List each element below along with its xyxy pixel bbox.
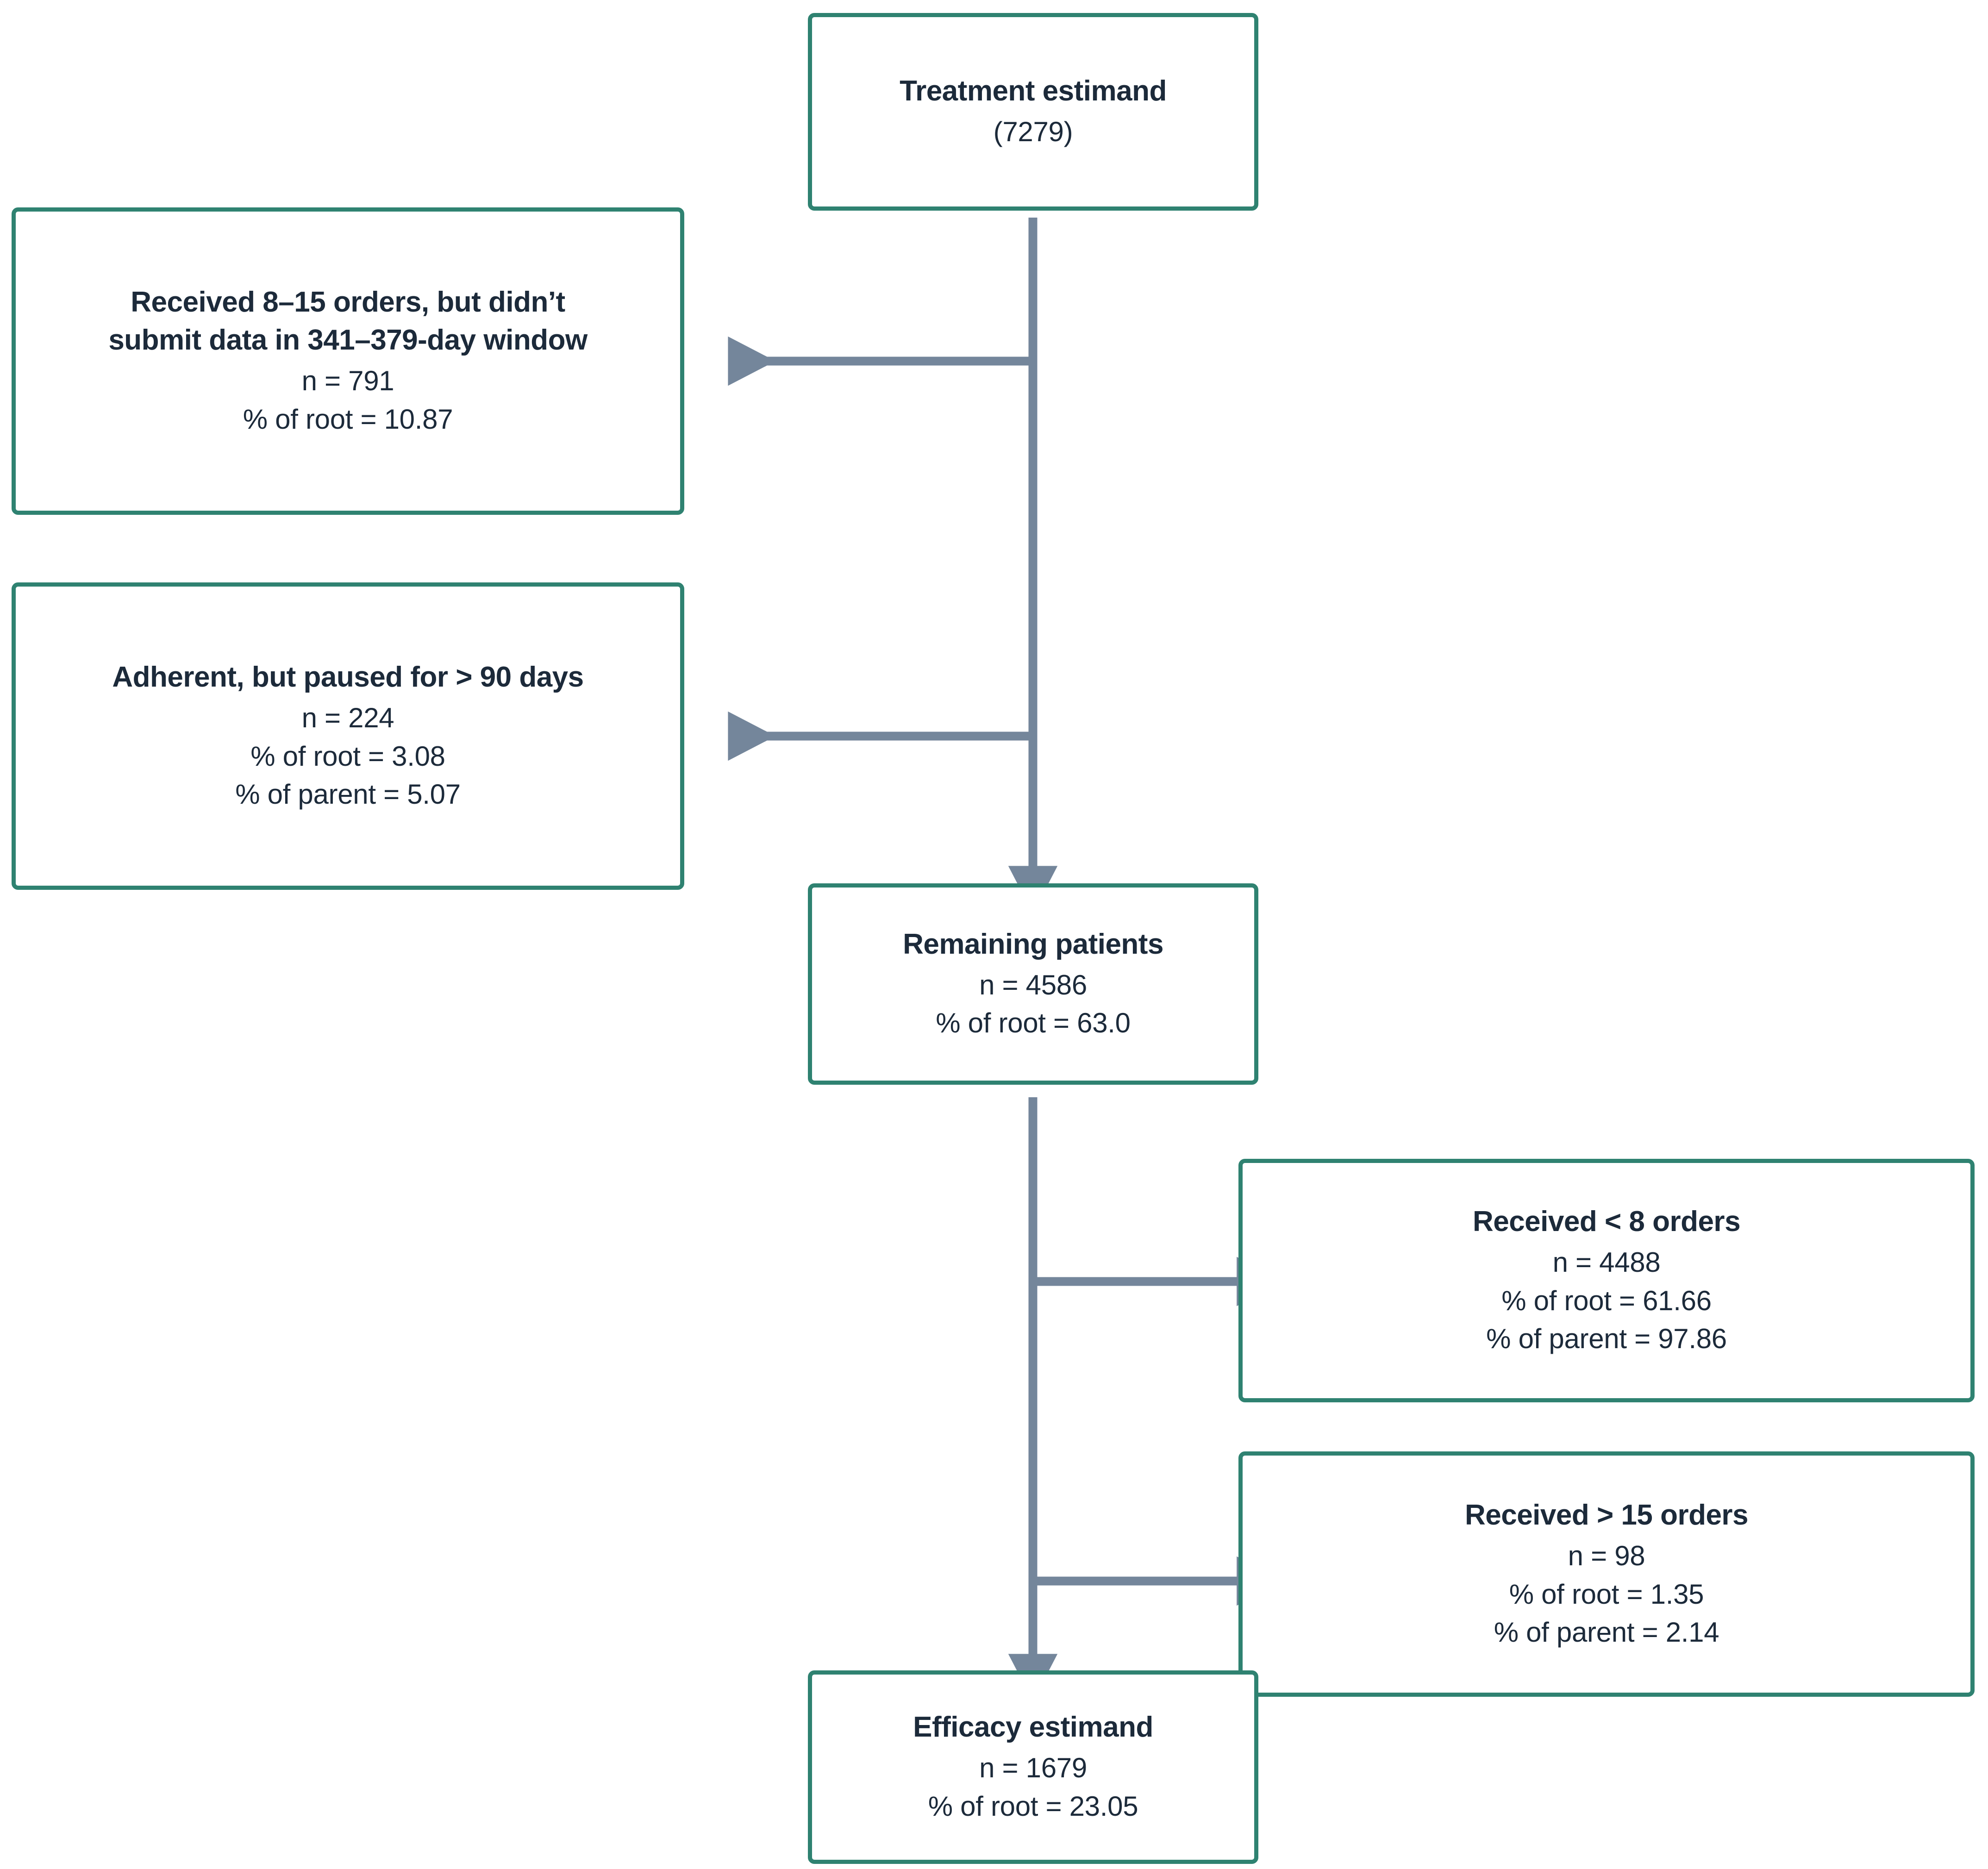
node-line: (7279) (993, 116, 1073, 148)
node-line: n = 98 (1568, 1540, 1645, 1571)
node-title: Received > 15 orders (1464, 1499, 1749, 1531)
node-excluded-paused-90-days[interactable]: Adherent, but paused for > 90 days n = 2… (12, 582, 684, 890)
node-line: % of root = 61.66 (1501, 1285, 1712, 1316)
node-line: % of root = 23.05 (928, 1790, 1138, 1822)
node-title: Efficacy estimand (913, 1711, 1153, 1744)
node-excluded-no-data-window[interactable]: Received 8–15 orders, but didn’t submit … (12, 207, 684, 515)
node-title: Received 8–15 orders, but didn’t submit … (108, 286, 588, 356)
node-title: Received < 8 orders (1472, 1205, 1741, 1238)
node-line: n = 791 (301, 365, 394, 397)
node-line: n = 224 (301, 702, 394, 733)
node-title: Remaining patients (903, 928, 1163, 960)
node-excluded-over-15-orders[interactable]: Received > 15 orders n = 98 % of root = … (1238, 1451, 1975, 1697)
node-line: % of parent = 5.07 (235, 779, 461, 810)
node-line: n = 4586 (979, 969, 1087, 1000)
node-remaining-patients[interactable]: Remaining patients n = 4586 % of root = … (808, 883, 1258, 1085)
node-line: % of root = 63.0 (936, 1007, 1131, 1039)
node-efficacy-estimand[interactable]: Efficacy estimand n = 1679 % of root = 2… (808, 1670, 1258, 1864)
node-excluded-under-8-orders[interactable]: Received < 8 orders n = 4488 % of root =… (1238, 1159, 1975, 1402)
node-treatment-estimand[interactable]: Treatment estimand (7279) (808, 13, 1258, 211)
node-title: Adherent, but paused for > 90 days (112, 661, 584, 693)
node-line: % of root = 3.08 (250, 740, 445, 772)
node-line: n = 1679 (979, 1752, 1087, 1784)
node-line: % of parent = 2.14 (1494, 1617, 1719, 1648)
node-line: % of root = 1.35 (1509, 1578, 1704, 1610)
node-line: n = 4488 (1552, 1246, 1661, 1278)
node-title: Treatment estimand (900, 75, 1167, 107)
node-line: % of parent = 97.86 (1486, 1323, 1727, 1355)
node-line: % of root = 10.87 (243, 403, 453, 435)
